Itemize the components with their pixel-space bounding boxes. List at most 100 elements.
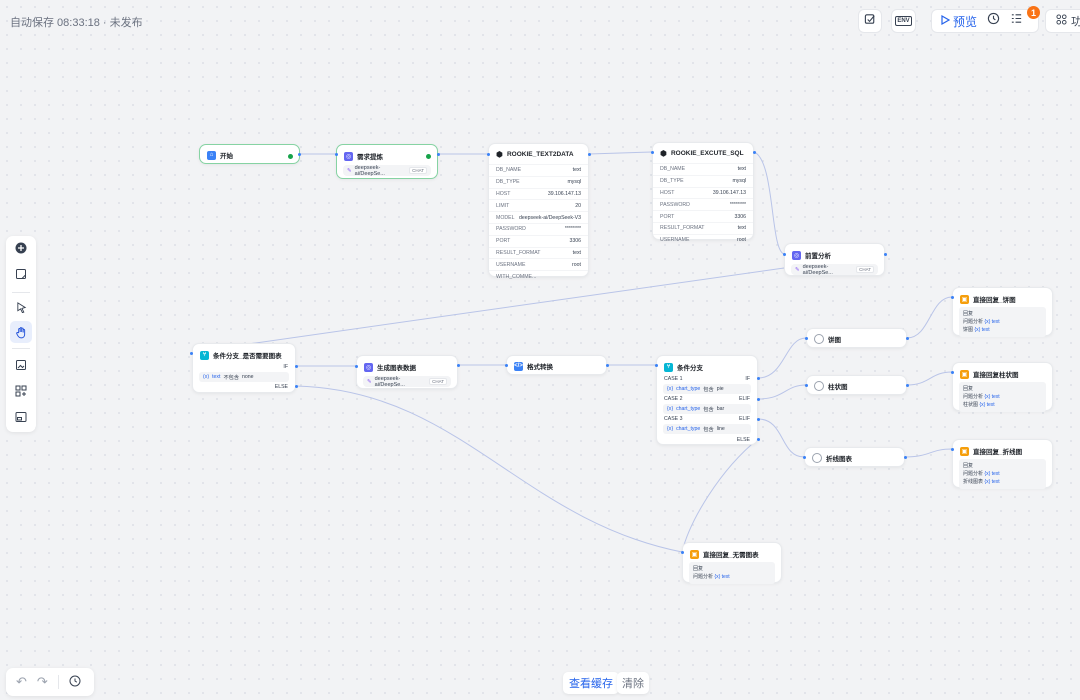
model-icon: ✎ bbox=[347, 167, 352, 174]
node-title: ROOKIE_TEXT2DATA bbox=[506, 151, 574, 158]
reply-label: 回复 bbox=[693, 566, 704, 572]
hand-icon[interactable] bbox=[14, 325, 28, 339]
param-value: text bbox=[572, 167, 581, 174]
preview-button[interactable]: 预览 bbox=[940, 13, 977, 30]
run-toolbar: 预览 bbox=[931, 9, 1039, 33]
checklist-icon[interactable] bbox=[1010, 12, 1023, 30]
export-image-icon[interactable] bbox=[14, 358, 28, 372]
output-port[interactable] bbox=[295, 365, 298, 368]
node-title: 柱状图 bbox=[828, 384, 848, 391]
input-port[interactable] bbox=[505, 364, 508, 367]
model-icon: ✎ bbox=[795, 266, 800, 273]
view-cache-button[interactable]: 查看缓存 bbox=[563, 672, 619, 694]
param-key: PASSWORD bbox=[660, 201, 690, 208]
output-port[interactable] bbox=[906, 337, 909, 340]
condition-row[interactable]: (x) text 不包含 none bbox=[199, 372, 289, 382]
input-port[interactable] bbox=[681, 551, 684, 554]
input-port[interactable] bbox=[355, 365, 358, 368]
input-port[interactable] bbox=[487, 153, 490, 156]
param-key: RESULT_FORMAT bbox=[660, 225, 705, 232]
undo-icon[interactable]: ↶ bbox=[16, 674, 27, 689]
node-condition-need-chart[interactable]: ⑂ 条件分支_是否需要图表 IF (x) text 不包含 none ELSE bbox=[192, 343, 296, 393]
input-port[interactable] bbox=[783, 253, 786, 256]
param-value: 20 bbox=[575, 202, 581, 209]
redo-icon[interactable]: ↷ bbox=[36, 674, 48, 689]
pie-chart-icon bbox=[814, 334, 824, 344]
node-generate-chart-data[interactable]: ◎ 生成图表数据 ✎ deepseek-ai/DeepSe... CHAT bbox=[356, 355, 458, 389]
output-port[interactable] bbox=[753, 151, 756, 154]
input-port[interactable] bbox=[951, 371, 954, 374]
variable-name: chart_type bbox=[676, 386, 701, 392]
feedback-button[interactable] bbox=[858, 9, 882, 33]
case-tag: ELIF bbox=[739, 396, 750, 402]
output-port[interactable] bbox=[588, 153, 591, 156]
input-port[interactable] bbox=[805, 337, 808, 340]
output-port[interactable] bbox=[757, 418, 760, 421]
param-value: 3306 bbox=[734, 213, 746, 220]
input-port[interactable] bbox=[190, 352, 193, 355]
node-reply-line[interactable]: ▣ 直接回复_折线图 回复 问题分析 {x} text 折线图表 {x} tex… bbox=[952, 439, 1053, 489]
ai-chat-icon: ◎ bbox=[344, 151, 353, 161]
add-note-icon[interactable] bbox=[14, 267, 28, 281]
node-reply-pie[interactable]: ▣ 直接回复_饼图 回复 问题分析 {x} text 饼图 {x} text bbox=[952, 287, 1053, 337]
node-reply-bar[interactable]: ▣ 直接回复柱状图 回复 问题分析 {x} text 柱状图 {x} text bbox=[952, 362, 1053, 412]
input-port[interactable] bbox=[651, 151, 654, 154]
node-line[interactable]: 折线图表 bbox=[804, 447, 905, 467]
node-format-convert[interactable]: </> 格式转换 bbox=[506, 355, 607, 375]
ai-chat-icon: ◎ bbox=[364, 362, 373, 372]
minimap-icon[interactable] bbox=[14, 410, 28, 424]
node-title: 饼图 bbox=[828, 337, 841, 344]
add-node-icon[interactable] bbox=[14, 241, 28, 255]
output-port[interactable] bbox=[757, 438, 760, 441]
param-row: PASSWORD ******** bbox=[653, 198, 753, 210]
output-port[interactable] bbox=[298, 153, 301, 156]
output-port[interactable] bbox=[295, 385, 298, 388]
input-port[interactable] bbox=[951, 296, 954, 299]
output-port[interactable] bbox=[906, 384, 909, 387]
output-port[interactable] bbox=[904, 456, 907, 459]
node-requirement-extract[interactable]: ◎ 需求提炼 ✎ deepseek-ai/DeepSe... CHAT bbox=[336, 144, 438, 179]
pointer-icon[interactable] bbox=[14, 300, 28, 314]
organize-layout-icon[interactable] bbox=[14, 384, 28, 398]
input-port[interactable] bbox=[951, 448, 954, 451]
model-selector[interactable]: ✎ deepseek-ai/DeepSe... CHAT bbox=[363, 376, 451, 388]
node-title: 生成图表数据 bbox=[377, 365, 416, 372]
input-port[interactable] bbox=[335, 153, 338, 156]
output-port[interactable] bbox=[437, 153, 440, 156]
param-value: root bbox=[737, 237, 746, 244]
input-port[interactable] bbox=[803, 456, 806, 459]
node-reply-no-chart[interactable]: ▣ 直接回复_无需图表 回复 问题分析 {x} text bbox=[682, 542, 782, 584]
reply-label: 回复 bbox=[963, 463, 974, 469]
reply-content: 回复 问题分析 {x} text 饼图 {x} text bbox=[959, 307, 1046, 337]
input-port[interactable] bbox=[805, 384, 808, 387]
output-port[interactable] bbox=[457, 364, 460, 367]
output-port[interactable] bbox=[757, 377, 760, 380]
node-pre-analysis[interactable]: ◎ 前置分析 ✎ deepseek-ai/DeepSe... CHAT bbox=[784, 243, 885, 276]
param-value: text bbox=[737, 166, 746, 173]
features-button[interactable]: 功 bbox=[1045, 9, 1080, 33]
param-value: ******** bbox=[729, 201, 746, 208]
version-history-icon[interactable] bbox=[69, 675, 81, 690]
output-port[interactable] bbox=[757, 398, 760, 401]
output-port[interactable] bbox=[606, 364, 609, 367]
input-port[interactable] bbox=[655, 364, 658, 367]
reply-text: 问题分析 bbox=[693, 574, 714, 580]
model-selector[interactable]: ✎ deepseek-ai/DeepSe... CHAT bbox=[343, 165, 431, 177]
env-button[interactable]: ENV bbox=[891, 9, 916, 33]
node-bar[interactable]: 柱状图 bbox=[806, 375, 907, 395]
model-selector[interactable]: ✎ deepseek-ai/DeepSe... CHAT bbox=[791, 264, 878, 276]
node-start[interactable]: ⌂ 开始 bbox=[199, 144, 300, 164]
history-clock-icon[interactable] bbox=[987, 12, 1000, 30]
clear-button[interactable]: 清除 bbox=[617, 672, 649, 694]
output-port[interactable] bbox=[884, 253, 887, 256]
node-pie[interactable]: 饼图 bbox=[806, 328, 907, 348]
variable-name: chart_type bbox=[676, 406, 701, 412]
